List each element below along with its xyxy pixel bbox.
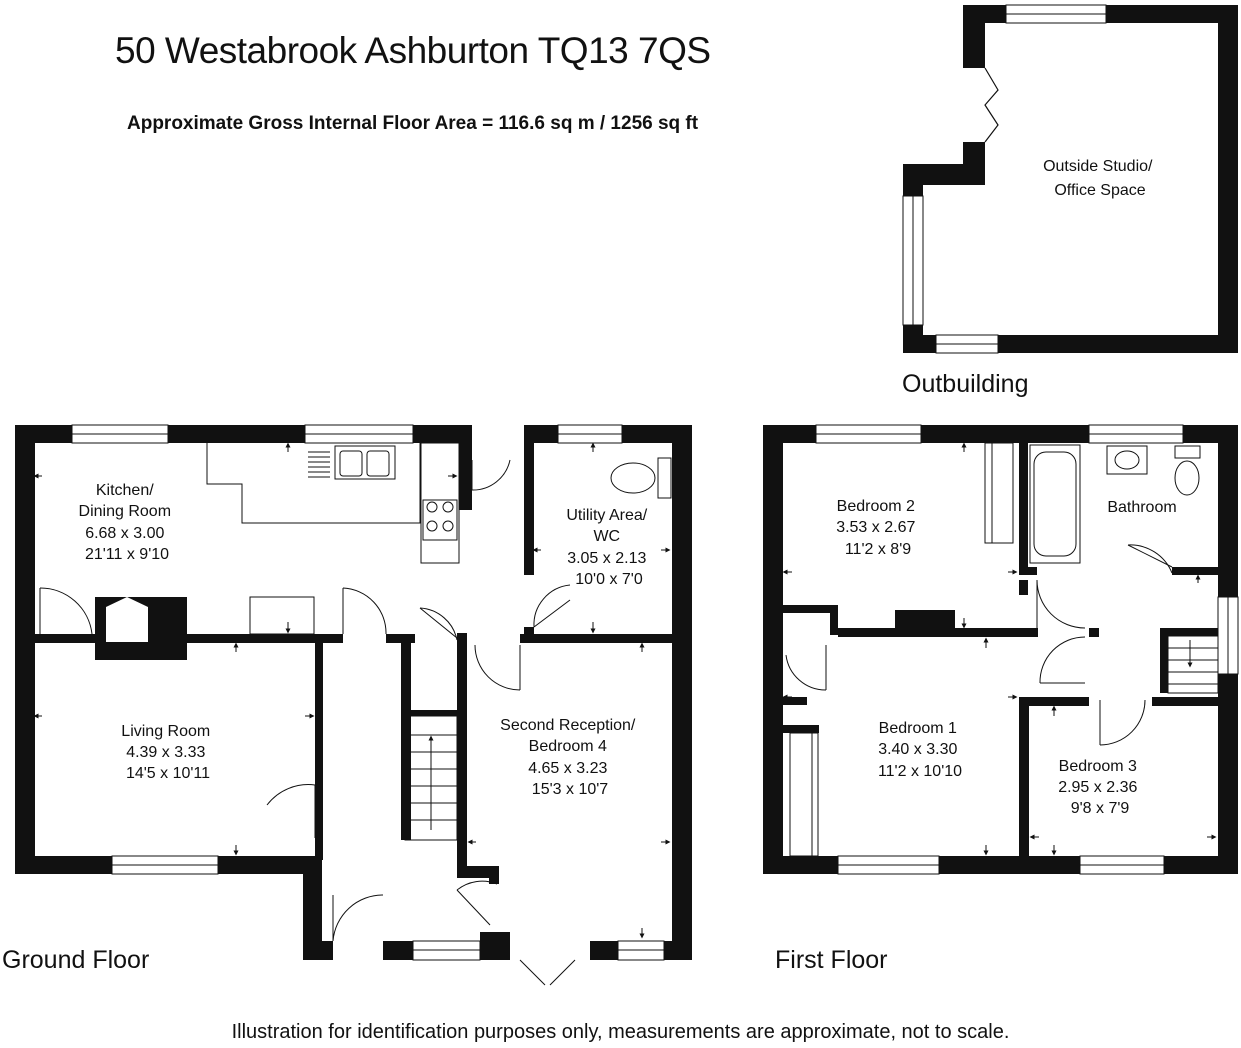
disclaimer-text: Illustration for identification purposes… [231, 1021, 1010, 1043]
first-floor-label: First Floor [775, 946, 888, 974]
room-label-utility: Utility Area/ WC 3.05 x 2.13 10'0 x 7'0 [566, 507, 651, 588]
ground-floor-label: Ground Floor [2, 946, 150, 974]
outbuilding-label: Outbuilding [902, 370, 1029, 398]
floor-area-summary: Approximate Gross Internal Floor Area = … [127, 113, 699, 134]
room-label-studio: Outside Studio/ Office Space [1043, 158, 1157, 199]
room-label-bedroom2: Bedroom 2 3.53 x 2.67 11'2 x 8'9 [836, 498, 920, 558]
room-label-bathroom: Bathroom [1107, 499, 1176, 516]
room-label-kitchen: Kitchen/ Dining Room 6.68 x 3.00 21'11 x… [79, 482, 176, 563]
room-label-bedroom3: Bedroom 3 2.95 x 2.36 9'8 x 7'9 [1058, 758, 1142, 817]
page-title: 50 Westabrook Ashburton TQ13 7QS [115, 30, 711, 71]
ground-floor-plan: Kitchen/ Dining Room 6.68 x 3.00 21'11 x… [15, 424, 692, 986]
outbuilding-plan: Outside Studio/ Office Space [902, 4, 1238, 354]
room-label-living: Living Room 4.39 x 3.33 14'5 x 10'11 [121, 723, 214, 782]
room-label-reception: Second Reception/ Bedroom 4 4.65 x 3.23 … [500, 717, 640, 798]
first-floor-plan: Bedroom 2 3.53 x 2.67 11'2 x 8'9 Bathroo… [763, 424, 1239, 875]
room-label-bedroom1: Bedroom 1 3.40 x 3.30 11'2 x 10'10 [878, 720, 962, 780]
